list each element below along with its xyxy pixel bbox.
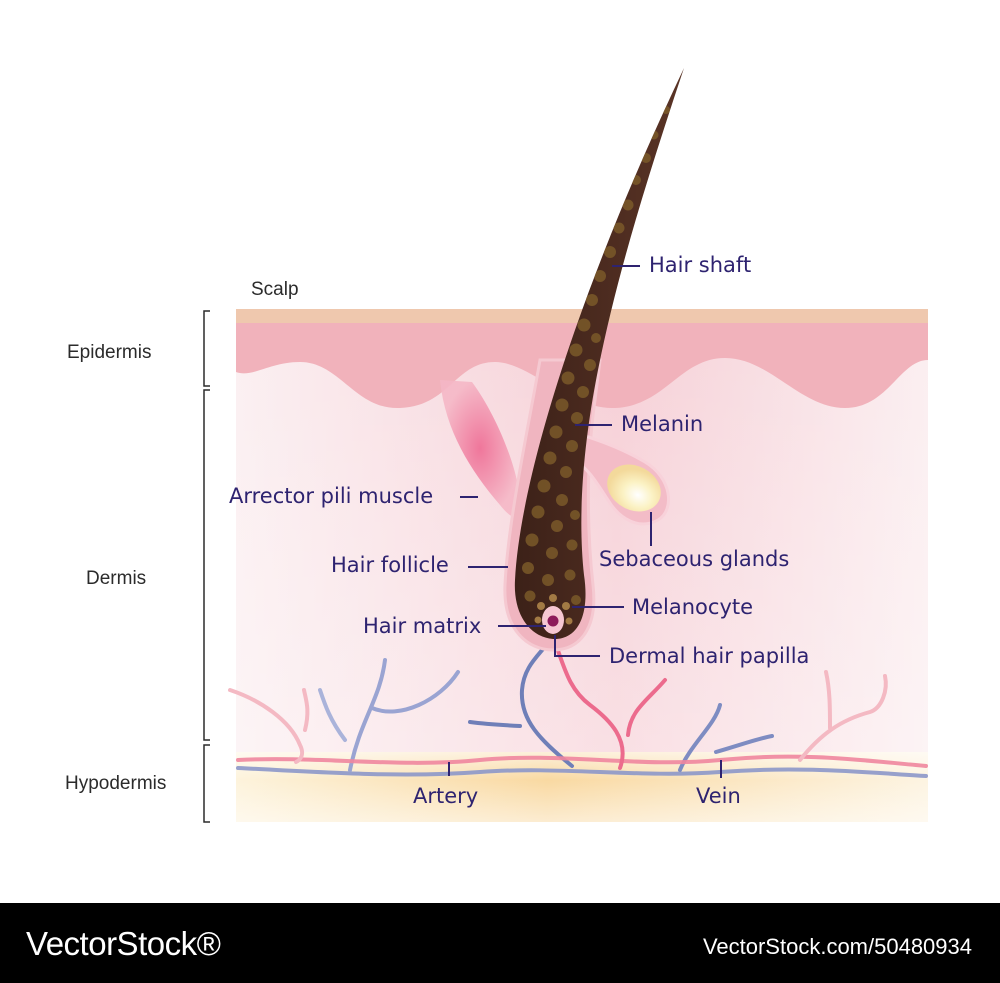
melanin-granules <box>522 106 670 605</box>
vein-label: Vein <box>696 784 741 808</box>
artery-label: Artery <box>413 784 479 808</box>
hypodermis-label: Hypodermis <box>65 773 167 794</box>
layer-brackets <box>203 310 210 823</box>
artery-network <box>228 643 928 770</box>
image-reference: VectorStock.com/50480934 <box>702 934 972 959</box>
dermis-label: Dermis <box>86 568 147 589</box>
vein-network <box>236 638 928 778</box>
dermal-hair-papilla-label: Dermal hair papilla <box>609 644 810 668</box>
epidermis-label: Epidermis <box>67 342 152 363</box>
melanocyte-label: Melanocyte <box>632 595 754 619</box>
arrector-pili-muscle <box>440 380 521 517</box>
hair-shaft <box>514 68 684 640</box>
melanocytes <box>534 594 573 625</box>
hair-matrix-core <box>547 615 559 627</box>
hair-follicle-label: Hair follicle <box>331 553 449 577</box>
hair-matrix-label: Hair matrix <box>363 614 482 638</box>
watermark-bar: VectorStock® VectorStock.com/50480934 <box>0 903 1000 983</box>
skin-cross-section <box>203 68 928 823</box>
melanin-label: Melanin <box>621 412 704 436</box>
leader-lines <box>448 265 722 778</box>
hair-shaft-label: Hair shaft <box>649 253 752 277</box>
arrector-pili-muscle-label: Arrector pili muscle <box>229 484 434 508</box>
scalp-label: Scalp <box>251 279 299 300</box>
sebaceous-glands-label: Sebaceous glands <box>599 547 790 571</box>
brand-logo: VectorStock® <box>26 925 221 962</box>
